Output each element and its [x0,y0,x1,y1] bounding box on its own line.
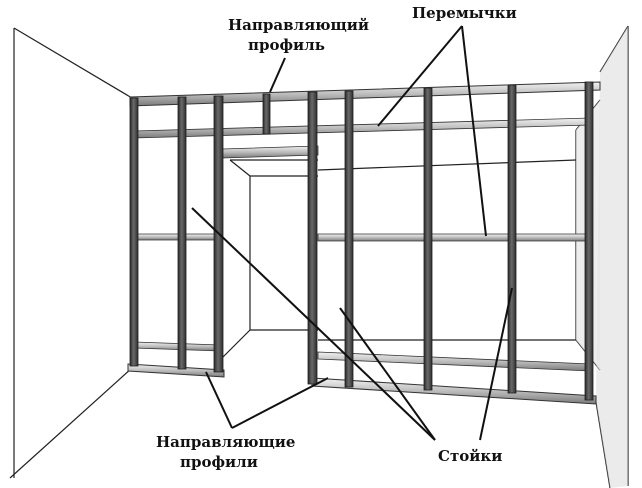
label-bottom-tracks-line1: Направляющие [156,433,295,451]
low-crossbar-left [133,341,221,352]
pointer-lines [191,25,513,441]
stud-9 [584,81,594,401]
label-crossbars: Перемычки [412,4,517,22]
mid-crossbar-left [133,233,221,241]
stud-4 [262,93,271,135]
stud-6 [344,90,354,388]
label-studs: Стойки [438,447,502,465]
bottom-track-left [127,363,225,378]
stud-5 [307,91,318,385]
top-track [129,81,601,107]
right-wall-shade [596,26,628,488]
mid-crossbar-right [317,233,591,242]
stud-2 [177,96,187,370]
upper-crossbar [133,117,591,139]
stud-1 [129,97,139,367]
label-top-track-line1: Направляющий [228,16,369,34]
bottom-track-right [311,377,597,405]
stud-7 [423,87,433,391]
door-header [221,145,319,159]
stud-8 [507,84,517,394]
label-bottom-tracks-line2: профили [180,453,258,471]
label-top-track-line2: профиль [248,36,325,54]
